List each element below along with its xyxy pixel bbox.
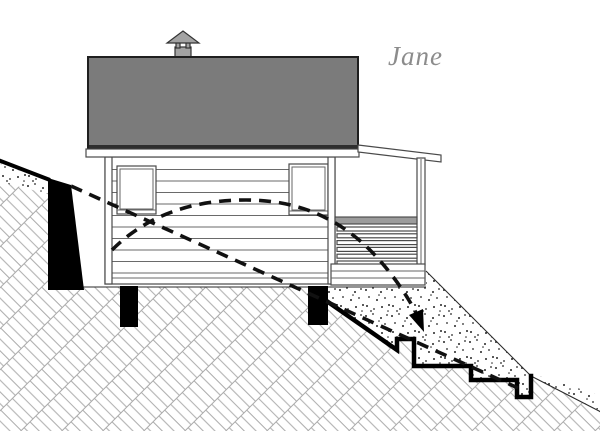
porch-rail-slats	[336, 226, 418, 266]
slope-line-left	[0, 158, 51, 182]
chimney-cap	[165, 30, 201, 44]
porch-deck	[330, 263, 426, 286]
siding-lines	[112, 169, 328, 279]
slope-line-right	[530, 375, 600, 413]
fascia	[85, 148, 360, 158]
roof	[87, 56, 359, 149]
foundation-pier-left	[120, 286, 138, 327]
corner-board-left	[104, 156, 113, 285]
foundation-pier-right	[308, 286, 328, 325]
porch	[330, 144, 442, 286]
chimney	[165, 30, 201, 59]
steps-outline	[324, 298, 534, 400]
porch-roof	[357, 144, 442, 163]
window-right	[288, 163, 329, 216]
window-left	[116, 165, 157, 215]
retaining-wall	[48, 178, 84, 290]
fill-edge-line	[425, 270, 532, 377]
trajectory-arrowhead	[409, 309, 424, 332]
gravel-band-left	[0, 164, 49, 194]
trajectory-line	[70, 184, 519, 390]
porch-rail-top	[334, 216, 418, 225]
jane-label: Jane	[388, 41, 443, 71]
gravel-fill	[328, 271, 531, 397]
ground-hatch	[0, 161, 600, 431]
trajectory-arc	[110, 198, 422, 322]
